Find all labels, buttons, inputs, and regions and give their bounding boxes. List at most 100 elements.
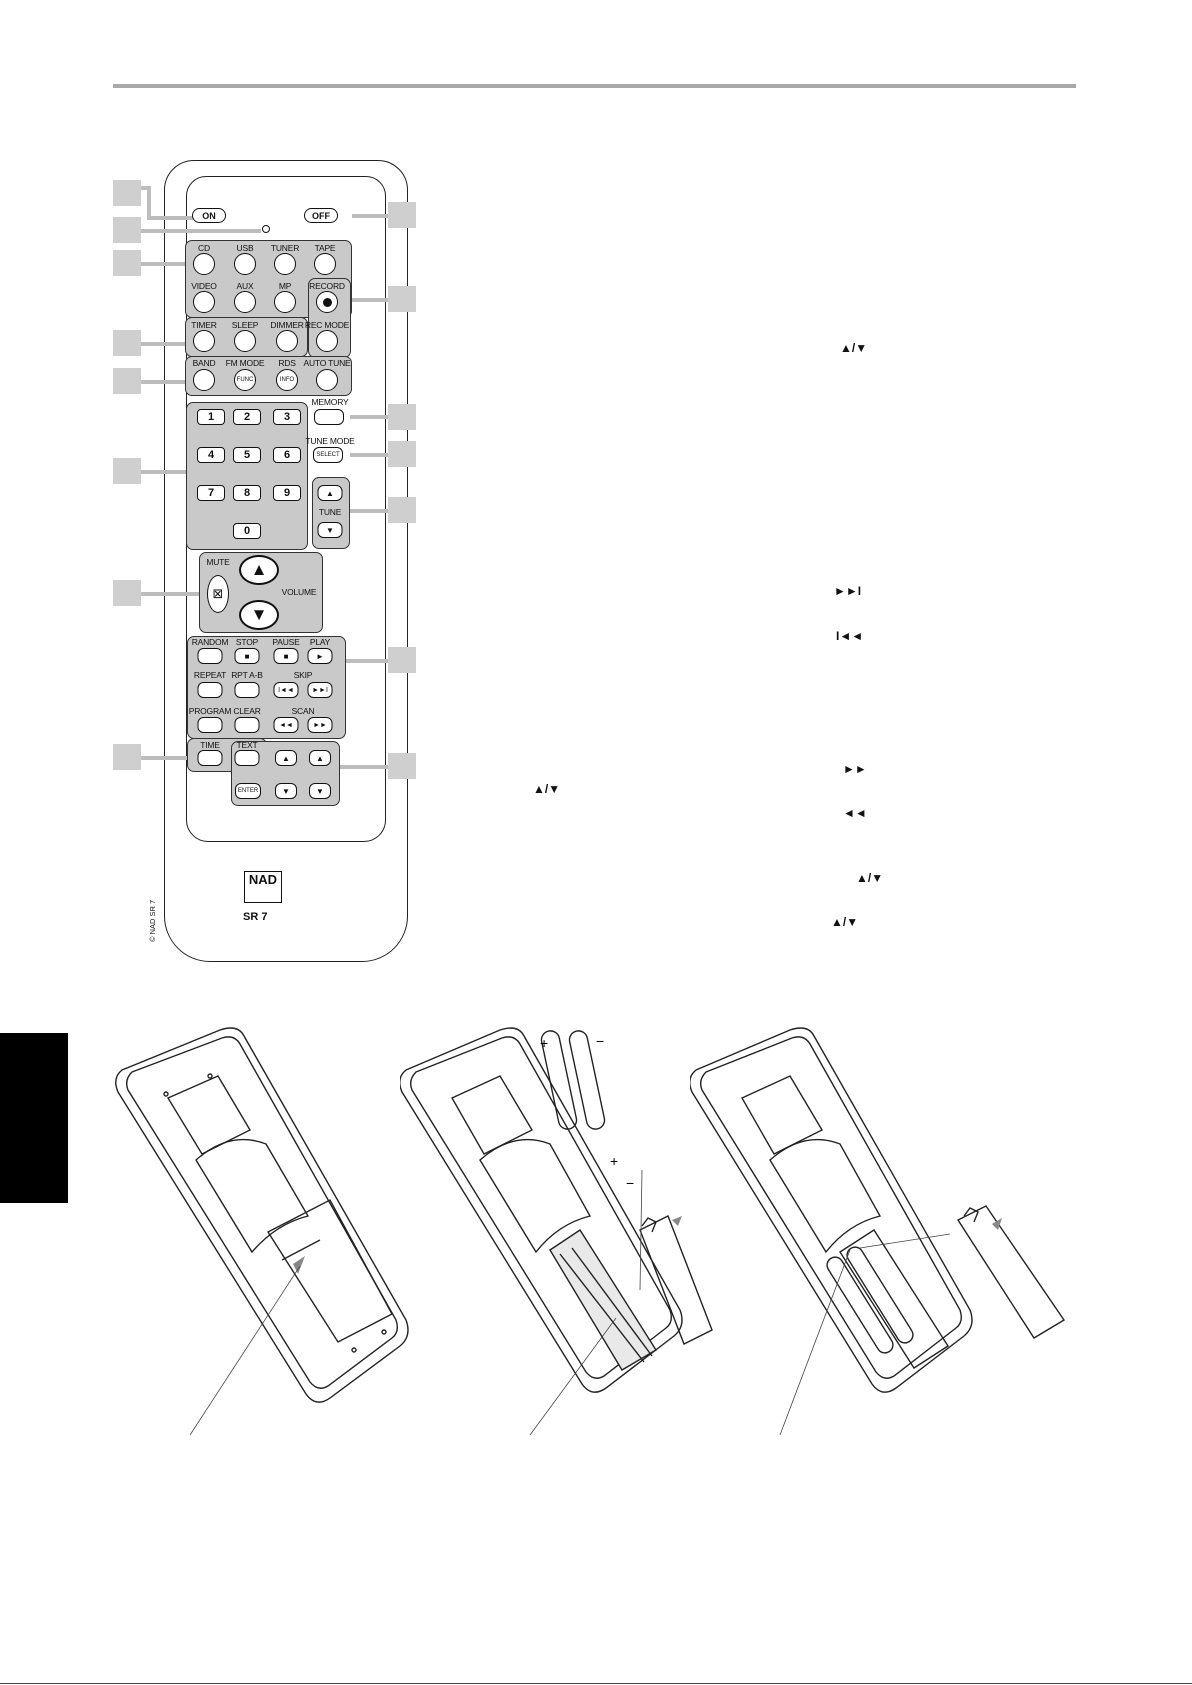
aux-button[interactable] (234, 291, 256, 313)
mute-button[interactable]: ⊠ (207, 575, 229, 613)
leader-line (141, 262, 187, 266)
pause-label: PAUSE (272, 637, 300, 647)
callout-box (113, 744, 141, 770)
skip-back-symbol: I◄◄ (836, 629, 864, 643)
clear-label: CLEAR (233, 706, 261, 716)
leader-line (141, 592, 201, 596)
callout-box (113, 250, 141, 276)
up-down-symbol: ▲/▼ (856, 871, 884, 885)
off-button[interactable]: OFF (304, 208, 338, 223)
leader-line (141, 756, 187, 760)
auto-tune-button[interactable] (316, 369, 338, 391)
nav-up-right-button[interactable]: ▲ (309, 750, 331, 766)
time-label: TIME (200, 740, 220, 750)
callout-box (113, 458, 141, 484)
fm-mode-button[interactable]: FUNC (234, 369, 256, 391)
battery-plus-sign: + (610, 1153, 618, 1169)
rpt-ab-button[interactable] (234, 682, 260, 698)
program-button[interactable] (197, 717, 223, 733)
key-2[interactable]: 2 (233, 409, 261, 425)
callout-box (388, 647, 416, 673)
enter-button[interactable]: ENTER (235, 783, 261, 799)
callout-box (388, 202, 416, 228)
stop-button[interactable]: ■ (234, 648, 260, 664)
copyright-text: © NAD SR 7 (148, 899, 157, 942)
key-4[interactable]: 4 (197, 447, 225, 463)
key-7[interactable]: 7 (197, 485, 225, 501)
callout-box (113, 580, 141, 606)
text-label: TEXT (236, 740, 258, 750)
key-6[interactable]: 6 (273, 447, 301, 463)
rewind-symbol: ◄◄ (843, 806, 867, 820)
callout-box (388, 404, 416, 430)
tune-up-button[interactable]: ▲ (317, 485, 343, 501)
tuner-button[interactable] (274, 253, 296, 275)
cd-button[interactable] (193, 253, 215, 275)
model-name: SR 7 (243, 911, 268, 923)
battery-plus-sign: + (540, 1035, 548, 1051)
tuner-label: TUNER (270, 243, 300, 253)
up-down-symbol: ▲/▼ (533, 782, 561, 796)
rec-mode-button[interactable] (316, 330, 338, 352)
scan-forward-button[interactable]: ►► (307, 717, 333, 733)
usb-label: USB (236, 243, 254, 253)
volume-down-button[interactable]: ▼ (239, 600, 279, 630)
up-down-symbol: ▲/▼ (840, 341, 868, 355)
clear-button[interactable] (234, 717, 260, 733)
volume-up-button[interactable]: ▲ (239, 555, 279, 585)
key-3[interactable]: 3 (273, 409, 301, 425)
fm-mode-label: FM MODE (225, 358, 265, 368)
leader-line (147, 186, 151, 218)
callout-box (388, 497, 416, 523)
callout-box (113, 217, 141, 243)
callout-box (388, 441, 416, 467)
callout-box (388, 753, 416, 779)
leader-line (344, 659, 388, 663)
rds-button[interactable]: INFO (276, 369, 298, 391)
scan-back-button[interactable]: ◄◄ (273, 717, 299, 733)
key-0[interactable]: 0 (233, 523, 261, 539)
memory-label: MEMORY (311, 397, 349, 407)
rec-mode-label: REC MODE (304, 320, 350, 330)
play-button[interactable]: ► (307, 648, 333, 664)
band-button[interactable] (193, 369, 215, 391)
key-1[interactable]: 1 (197, 409, 225, 425)
skip-label: SKIP (293, 670, 313, 680)
nav-up-left-button[interactable]: ▲ (275, 750, 297, 766)
video-button[interactable] (193, 291, 215, 313)
key-9[interactable]: 9 (273, 485, 301, 501)
skip-back-button[interactable]: I◄◄ (273, 682, 299, 698)
repeat-button[interactable] (197, 682, 223, 698)
time-button[interactable] (197, 750, 223, 766)
sleep-button[interactable] (234, 330, 256, 352)
nav-down-right-button[interactable]: ▼ (309, 783, 331, 799)
dimmer-button[interactable] (276, 330, 298, 352)
nav-down-left-button[interactable]: ▼ (275, 783, 297, 799)
remote-back-illustration-2: + − + − (400, 1027, 713, 1436)
pause-button[interactable]: ■ (273, 648, 299, 664)
usb-button[interactable] (234, 253, 256, 275)
select-button[interactable]: SELECT (313, 447, 343, 463)
tape-button[interactable] (314, 253, 336, 275)
skip-forward-button[interactable]: ►►I (307, 682, 333, 698)
mp-button[interactable] (274, 291, 296, 313)
key-8[interactable]: 8 (233, 485, 261, 501)
random-label: RANDOM (191, 637, 229, 647)
text-button[interactable] (234, 750, 260, 766)
leader-line (350, 453, 388, 457)
record-button[interactable] (316, 291, 338, 313)
leader-line (147, 216, 193, 220)
stop-label: STOP (235, 637, 259, 647)
on-button[interactable]: ON (192, 208, 226, 223)
scan-label: SCAN (291, 706, 315, 716)
random-button[interactable] (197, 648, 223, 664)
leader-line (141, 229, 261, 233)
memory-button[interactable] (314, 409, 344, 425)
leader-line (350, 509, 388, 513)
remote-back-illustration-1 (115, 1027, 409, 1436)
ir-indicator (262, 225, 270, 233)
key-5[interactable]: 5 (233, 447, 261, 463)
timer-button[interactable] (193, 330, 215, 352)
tune-down-button[interactable]: ▼ (317, 522, 343, 538)
battery-minus-sign: − (596, 1033, 604, 1049)
